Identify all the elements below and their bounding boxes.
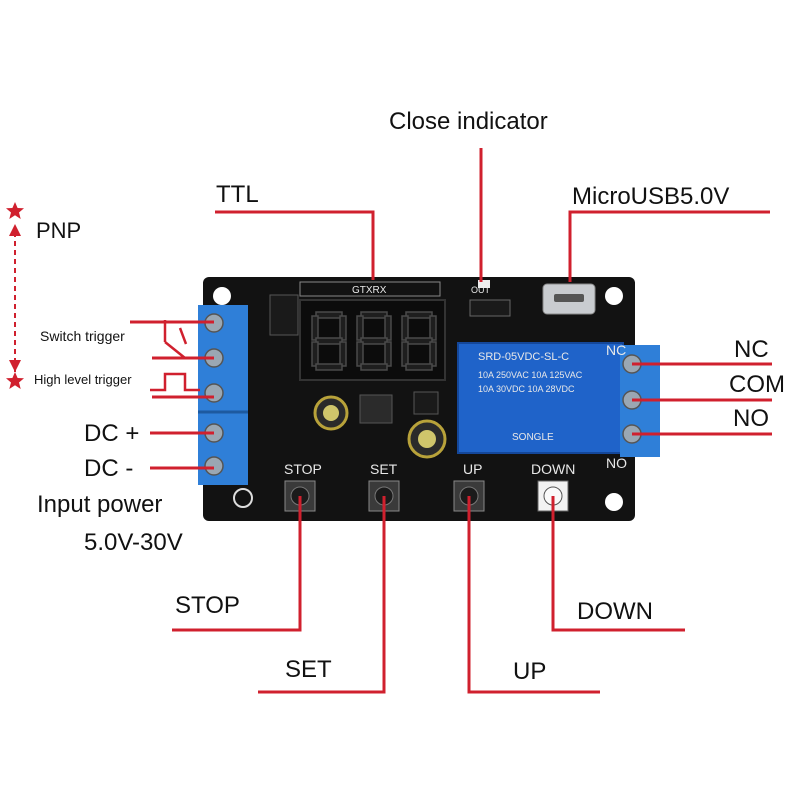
high-level-trigger-label: High level trigger [34,372,132,387]
silk-stop: STOP [284,461,322,477]
ttl-header [299,281,441,297]
relay [457,342,624,454]
stop-label: STOP [175,592,240,619]
nc-label: NC [734,336,769,363]
com-label: COM [729,371,785,398]
input-power-label: Input power [37,491,163,518]
logo-mark [233,488,253,508]
dc-minus-label: DC - [84,455,134,482]
close-indicator-led [478,280,490,288]
mounting-hole [213,287,231,305]
silk-up: UP [463,461,482,477]
voltage-range-label: 5.0V-30V [84,529,183,556]
relay-brand: SONGLE [512,432,554,443]
relay-rating-2: 10A 30VDC 10A 28VDC [478,384,575,394]
relay-model: SRD-05VDC-SL-C [478,351,569,363]
relay-rating-1: 10A 250VAC 10A 125VAC [478,370,583,380]
silk-down: DOWN [531,461,575,477]
set-label: SET [285,656,332,683]
silk-set: SET [370,461,398,477]
mounting-hole [605,493,623,511]
transistor [469,299,511,317]
switch-symbol [163,320,188,359]
up-label: UP [513,658,547,685]
silk-no: NO [606,455,627,471]
dc-plus-label: DC + [84,420,140,447]
pulse-symbol [150,372,200,392]
ic-u3 [269,294,299,336]
silk-out: OUT [471,285,491,295]
star-icon [6,202,24,219]
close-indicator-label: Close indicator [389,108,548,135]
silk-nc: NC [606,342,626,358]
pnp-label: PNP [36,218,82,243]
mounting-hole [605,287,623,305]
silk-gtxrx: GTXRX [352,285,387,296]
inductor [359,394,393,424]
no-label: NO [733,405,769,432]
pnp-arrow [9,224,21,372]
switch-trigger-label: Switch trigger [40,328,125,344]
star-icon [6,372,24,389]
down-label: DOWN [577,598,653,625]
microusb-label: MicroUSB5.0V [572,183,730,210]
ttl-label: TTL [216,181,259,208]
